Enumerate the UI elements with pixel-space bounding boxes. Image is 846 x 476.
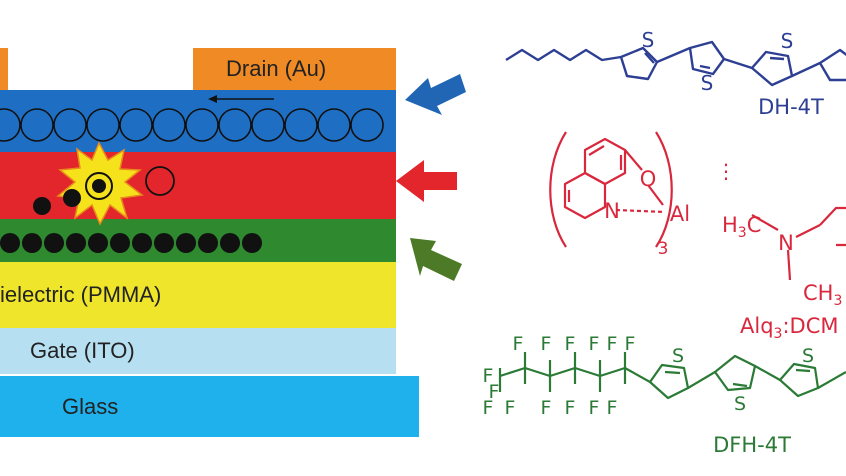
- dfh4t-s-3: S: [802, 345, 814, 367]
- dfh4t-structure: [498, 352, 846, 400]
- dfh4t-f-1: F: [513, 333, 524, 355]
- exciton-outer-ring: [85, 172, 113, 200]
- dfh4t-f-2: F: [541, 333, 552, 355]
- dfh4t-f-7: F: [483, 365, 494, 387]
- green-pointer-arrow-icon: [410, 238, 462, 281]
- dfh4t-f-4: F: [589, 333, 600, 355]
- hole-in-emissive: [145, 166, 175, 196]
- blue-pointer-arrow-icon: [405, 74, 466, 115]
- gate-label: Gate (ITO): [30, 338, 135, 363]
- dh4t-structure: [505, 40, 846, 87]
- electron-in-emissive-2: [63, 189, 81, 207]
- dfh4t-f-8: F: [489, 381, 500, 403]
- dfh4t-s-2: S: [734, 393, 746, 415]
- hole-drift-arrow: [208, 95, 274, 103]
- alq3-al-atom: Al: [670, 202, 690, 226]
- dfh4t-f-5: F: [607, 333, 618, 355]
- drain-electrode: Drain (Au): [193, 48, 396, 90]
- dcm-h3c: H3C: [722, 213, 761, 241]
- drain-label: Drain (Au): [226, 56, 327, 81]
- red-pointer-arrow-icon: [396, 160, 457, 202]
- dfh4t-f-13: F: [589, 397, 600, 419]
- hole-transport-layer: [0, 90, 396, 152]
- dh4t-atoms: S S S DH-4T: [642, 28, 824, 119]
- separator-colon: ⋮: [716, 159, 736, 183]
- dcm-atoms: H3C N CH3 Alq3:DCM: [722, 213, 842, 342]
- alq3-dcm-label: Alq3:DCM: [740, 314, 838, 342]
- exciton-core: [92, 179, 106, 193]
- dielectric-label: ielectric (PMMA): [0, 282, 162, 307]
- glass-label: Glass: [62, 394, 119, 419]
- dfh4t-f-14: F: [607, 397, 618, 419]
- dh4t-s-3: S: [781, 29, 794, 53]
- dfh4t-f-12: F: [565, 397, 576, 419]
- alq3-o-atom: O: [640, 167, 657, 191]
- alq3-subscript: 3: [658, 239, 669, 259]
- source-electrode: [0, 48, 8, 90]
- emissive-layer: [0, 152, 396, 219]
- dcm-ch3: CH3: [803, 281, 842, 309]
- dfh4t-f-9: F: [483, 397, 494, 419]
- dfh4t-name: DFH-4T: [713, 433, 791, 457]
- dfh4t-f-11: F: [541, 397, 552, 419]
- glass-substrate: Glass: [0, 376, 419, 437]
- dh4t-name: DH-4T: [758, 95, 824, 119]
- dfh4t-f-6: F: [625, 333, 636, 355]
- dielectric-layer: ielectric (PMMA): [0, 262, 396, 328]
- dfh4t-f-3: F: [565, 333, 576, 355]
- dfh4t-s-1: S: [672, 345, 684, 367]
- alq3-atoms: O N Al 3 ⋮: [604, 159, 736, 259]
- electron-in-emissive-1: [33, 197, 51, 215]
- hole-carriers: [0, 108, 384, 142]
- dfh4t-f-10: F: [505, 397, 516, 419]
- dcm-n-atom: N: [778, 231, 794, 255]
- dh4t-s-2: S: [701, 71, 714, 95]
- dcm-structure: [751, 206, 846, 281]
- dfh4t-atoms: F F F F F F F F F F F F F F S S S DFH-4T: [483, 333, 815, 457]
- alq3-structure: [549, 131, 673, 248]
- electron-transport-layer: [0, 219, 396, 262]
- gate-layer: Gate (ITO): [0, 328, 396, 374]
- electron-carriers: [0, 233, 262, 253]
- alq3-n-atom: N: [604, 199, 620, 223]
- dh4t-s-1: S: [642, 28, 655, 52]
